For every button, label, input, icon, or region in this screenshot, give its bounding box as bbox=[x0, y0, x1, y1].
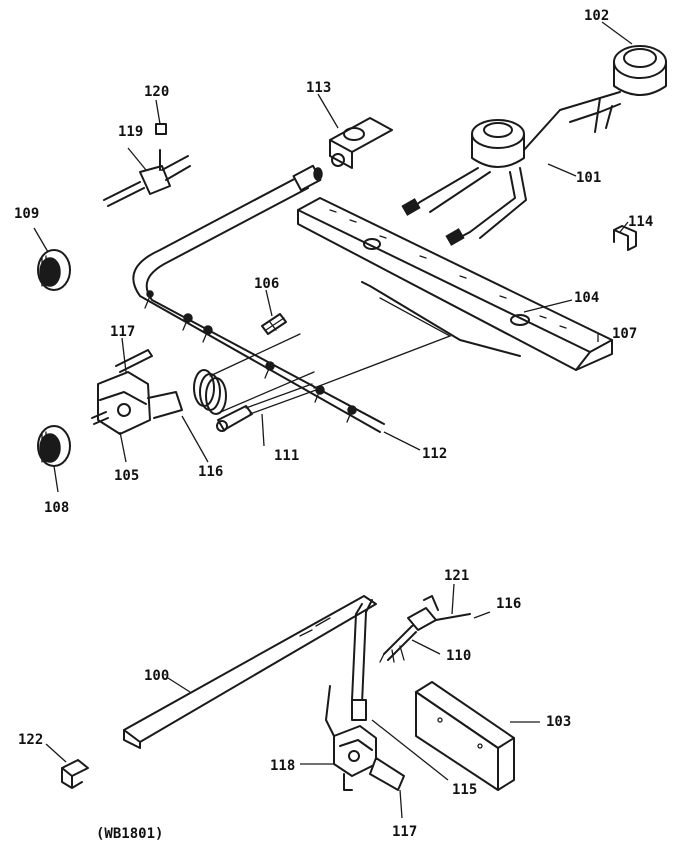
bracket-122 bbox=[61, 759, 89, 789]
label-113: 113 bbox=[306, 80, 331, 96]
label-115: 115 bbox=[452, 782, 477, 798]
knob-108 bbox=[37, 425, 71, 467]
label-120: 120 bbox=[144, 84, 169, 100]
label-122: 122 bbox=[18, 732, 43, 748]
label-107: 107 bbox=[612, 326, 637, 342]
diagram-caption: (WB1801) bbox=[96, 826, 163, 842]
label-110: 110 bbox=[446, 648, 471, 664]
label-102: 102 bbox=[584, 8, 609, 24]
burner-102 bbox=[559, 45, 667, 133]
fitting-106 bbox=[261, 313, 287, 335]
label-111: 111 bbox=[274, 448, 299, 464]
coil-tubing-116 bbox=[193, 333, 315, 415]
label-101: 101 bbox=[576, 170, 601, 186]
burner-101 bbox=[401, 109, 561, 246]
tubing-111 bbox=[216, 297, 452, 432]
knob-109 bbox=[37, 249, 71, 291]
label-104: 104 bbox=[574, 290, 599, 306]
burner-bracket-107 bbox=[297, 197, 613, 371]
label-103: 103 bbox=[546, 714, 571, 730]
label-116-lower: 116 bbox=[496, 596, 521, 612]
orifice-bracket-113 bbox=[329, 117, 393, 169]
label-106: 106 bbox=[254, 276, 279, 292]
label-114: 114 bbox=[628, 214, 653, 230]
label-121: 121 bbox=[444, 568, 469, 584]
label-100: 100 bbox=[144, 668, 169, 684]
label-117-upper: 117 bbox=[110, 324, 135, 340]
valve-assembly-105 bbox=[91, 349, 183, 435]
bracket-103 bbox=[415, 681, 515, 791]
label-118: 118 bbox=[270, 758, 295, 774]
part-labels: 102 101 113 114 104 107 112 111 106 116 … bbox=[14, 8, 653, 840]
valve-119 bbox=[103, 123, 191, 207]
valve-118 bbox=[325, 685, 405, 791]
label-116-upper: 116 bbox=[198, 464, 223, 480]
label-112: 112 bbox=[422, 446, 447, 462]
label-108: 108 bbox=[44, 500, 69, 516]
leader-lines bbox=[33, 21, 633, 819]
label-109: 109 bbox=[14, 206, 39, 222]
label-105: 105 bbox=[114, 468, 139, 484]
burner-tube-100 bbox=[123, 595, 377, 749]
label-117-lower: 117 bbox=[392, 824, 417, 840]
valve-assembly-110 bbox=[379, 595, 471, 663]
label-119: 119 bbox=[118, 124, 143, 140]
